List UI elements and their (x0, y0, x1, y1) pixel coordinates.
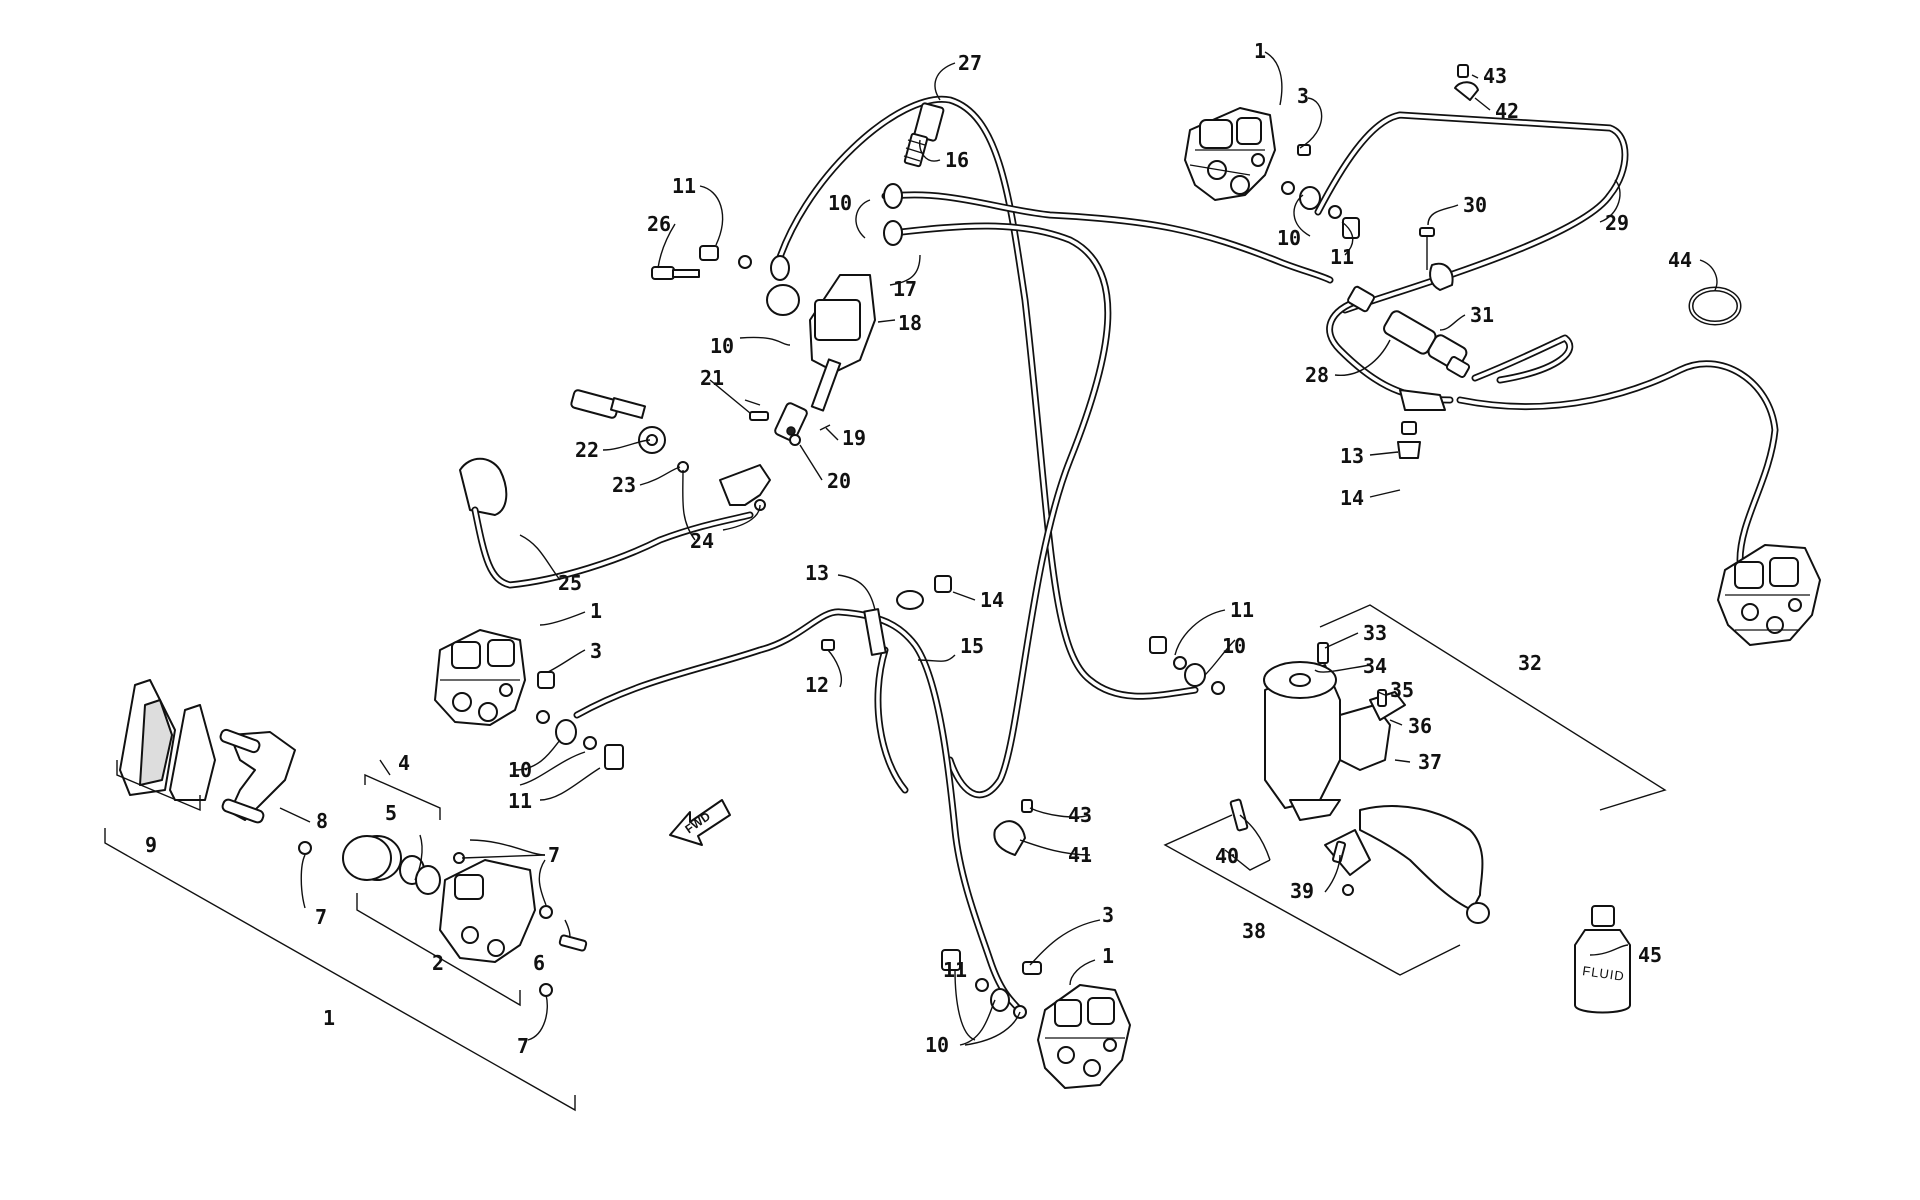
callout: 9 (145, 833, 157, 857)
callout: 20 (827, 469, 851, 493)
callout: 7 (548, 843, 560, 867)
callout: 11 (508, 789, 532, 813)
hand-master-cylinder (1149, 636, 1490, 924)
callout: 23 (612, 473, 636, 497)
callout: 1 (1254, 39, 1266, 63)
callout: 35 (1390, 678, 1414, 702)
callout: 38 (1242, 919, 1266, 943)
callout: 44 (1668, 248, 1692, 272)
bottom-caliper-fittings (941, 949, 1042, 1019)
fwd-arrow: FWD (669, 799, 731, 846)
callout: 10 (925, 1033, 949, 1057)
rear-splitter (1347, 227, 1471, 459)
callout-labels: 1 3 43 42 10 11 30 29 44 31 28 13 14 27 … (145, 39, 1692, 1058)
callout: 1 (323, 1006, 335, 1030)
brake-hoses (573, 95, 1779, 1014)
callout: 10 (1277, 226, 1301, 250)
bottom-front-caliper (1037, 984, 1131, 1089)
callout: 8 (316, 809, 328, 833)
callout: 5 (385, 801, 397, 825)
callout: 25 (558, 571, 582, 595)
callout: 22 (575, 438, 599, 462)
callout: 36 (1408, 714, 1432, 738)
callout: 27 (958, 51, 982, 75)
rear-master-cylinder (766, 274, 876, 442)
callout: 28 (1305, 363, 1329, 387)
upper-banjo-fittings (770, 183, 903, 281)
callout: 18 (898, 311, 922, 335)
callout: 13 (805, 561, 829, 585)
callout: 34 (1363, 654, 1387, 678)
right-front-caliper (1184, 107, 1276, 201)
callout: 1 (1102, 944, 1114, 968)
callout: 41 (1068, 843, 1092, 867)
callout: 26 (647, 212, 671, 236)
callout: 2 (432, 951, 444, 975)
callout: 45 (1638, 943, 1662, 967)
callout: 30 (1463, 193, 1487, 217)
callout: 11 (1230, 598, 1254, 622)
front-line-bracket (821, 575, 952, 656)
hose-clip-lower (993, 799, 1033, 856)
clevis-parts (749, 411, 831, 446)
callout: 42 (1495, 99, 1519, 123)
callout: 11 (672, 174, 696, 198)
callout: 33 (1363, 621, 1387, 645)
callout: 16 (945, 148, 969, 172)
callout: 43 (1068, 803, 1092, 827)
callout: 11 (1330, 245, 1354, 269)
callout: 14 (1340, 486, 1364, 510)
callout: 39 (1290, 879, 1314, 903)
callout: 3 (590, 639, 602, 663)
callout: 24 (690, 529, 714, 553)
callout: 10 (828, 191, 852, 215)
callout: 40 (1215, 844, 1239, 868)
group-brackets (104, 604, 1667, 1112)
callout: 14 (980, 588, 1004, 612)
callout: 37 (1418, 750, 1442, 774)
brake-fluid-bottle: FLUID (1574, 905, 1631, 1014)
callout: 13 (1340, 444, 1364, 468)
hose-clip-ring (1688, 286, 1742, 326)
callout: 31 (1470, 303, 1494, 327)
callout: 43 (1483, 64, 1507, 88)
callout: 7 (517, 1034, 529, 1058)
callout: 3 (1102, 903, 1114, 927)
right-caliper-banjo (1281, 64, 1479, 239)
callout: 4 (398, 751, 410, 775)
leader-lines (279, 51, 1718, 1046)
master-cylinder-bolts (651, 245, 752, 280)
callout: 6 (533, 951, 545, 975)
callout: 15 (960, 634, 984, 658)
brake-light-switch (903, 102, 945, 168)
callout: 10 (508, 758, 532, 782)
callout: 10 (710, 334, 734, 358)
callout: 19 (842, 426, 866, 450)
left-front-caliper (434, 629, 526, 726)
callout: 1 (590, 599, 602, 623)
right-rear-caliper (1717, 544, 1821, 646)
callout: 7 (315, 905, 327, 929)
callout: 21 (700, 366, 724, 390)
fluid-bottle-label: FLUID (1582, 963, 1626, 984)
brake-pedal (459, 389, 771, 589)
callout: 29 (1605, 211, 1629, 235)
callout: 3 (1297, 84, 1309, 108)
callout: 32 (1518, 651, 1542, 675)
left-caliper-fittings (536, 671, 624, 770)
exploded-caliper-assembly (119, 679, 588, 997)
callout: 11 (943, 958, 967, 982)
callout: 10 (1222, 634, 1246, 658)
callout: 12 (805, 673, 829, 697)
callout: 17 (893, 277, 917, 301)
